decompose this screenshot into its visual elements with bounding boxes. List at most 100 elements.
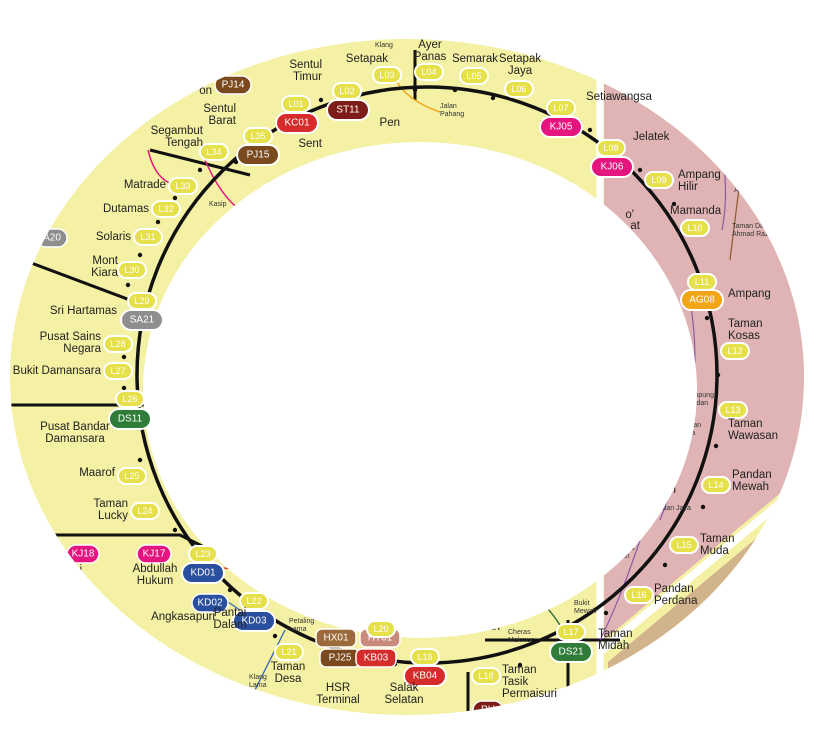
station-l05: L05 Semarak xyxy=(452,53,498,85)
line-code: L15 xyxy=(676,540,691,550)
station-name: Semarak xyxy=(452,53,498,65)
line-code-badge xyxy=(701,476,731,494)
line-code-badge xyxy=(669,536,699,554)
track-tick xyxy=(121,385,127,391)
line-code: L01 xyxy=(288,99,303,109)
line-code-badge xyxy=(281,95,311,113)
line-code: L07 xyxy=(553,103,568,113)
line-code: L05 xyxy=(466,71,481,81)
inner-hole xyxy=(143,142,697,638)
track-tick xyxy=(172,527,178,533)
station-name: Bukit Damansara xyxy=(13,365,102,377)
line-code-badge xyxy=(133,228,163,246)
track-tick xyxy=(671,201,677,207)
line-code: L19 xyxy=(417,652,432,662)
kj17-badge xyxy=(136,544,172,564)
station-l32: L32 Dutamas xyxy=(103,200,181,218)
track-tick xyxy=(412,87,418,93)
line-code-badge xyxy=(127,292,157,310)
station-name: Setapak xyxy=(346,53,388,65)
line-code-badge xyxy=(459,67,489,85)
line-code: L03 xyxy=(379,70,394,80)
line-code-badge xyxy=(372,66,402,84)
pandan-jaya-label: Pandan Jaya xyxy=(650,505,691,512)
line-code: L09 xyxy=(651,175,666,185)
interchange-code: PJ15 xyxy=(247,150,270,161)
line-code: L24 xyxy=(137,506,152,516)
kd02-badge-code: KD02 xyxy=(197,598,222,609)
line-code: L30 xyxy=(124,265,139,275)
line-code-badge xyxy=(274,643,304,661)
station-name: Mamanda xyxy=(670,205,722,217)
kj17-badge-code: KJ17 xyxy=(143,549,166,560)
partial-label: chi xyxy=(67,564,82,576)
line-code-badge xyxy=(151,200,181,218)
line-code-badge xyxy=(115,390,145,408)
line-code-badge xyxy=(504,80,534,98)
line-code: L08 xyxy=(603,143,618,153)
station-name: Sri Hartamas xyxy=(50,305,117,317)
interchange-code: DS11 xyxy=(118,414,143,425)
interchange-code: KB04 xyxy=(413,671,438,682)
line-code: L33 xyxy=(175,181,190,191)
station-name: Matrade xyxy=(124,179,166,191)
line-code: L20 xyxy=(373,624,388,634)
track-tick xyxy=(137,252,143,258)
line-code-badge xyxy=(366,620,396,638)
track-tick xyxy=(272,633,278,639)
line-code-badge xyxy=(103,335,133,353)
station-name: Dutamas xyxy=(103,203,149,215)
line-code-badge xyxy=(471,667,501,685)
interchange-code: KD01 xyxy=(190,568,215,579)
kasip-label: Kasip xyxy=(209,201,227,208)
line-code-badge xyxy=(680,219,710,237)
pj14-badge xyxy=(214,75,252,95)
pj14-badge-code: PJ14 xyxy=(222,80,245,91)
line-code: L02 xyxy=(339,86,354,96)
station-name: Jelatek xyxy=(633,131,670,143)
track-tick xyxy=(517,662,523,668)
partial-label: Pen xyxy=(380,117,400,129)
line-code-badge xyxy=(239,592,269,610)
line-code-badge xyxy=(117,261,147,279)
partial-label: Sent xyxy=(298,138,322,150)
line-code: L34 xyxy=(206,147,221,157)
track-tick xyxy=(155,219,161,225)
track-tick xyxy=(121,354,127,360)
line-code: L32 xyxy=(158,204,173,214)
track-tick xyxy=(197,167,203,173)
track-tick xyxy=(137,457,143,463)
dato-ahmad-label: Taman Dato'Ahmad Razali xyxy=(732,223,776,238)
